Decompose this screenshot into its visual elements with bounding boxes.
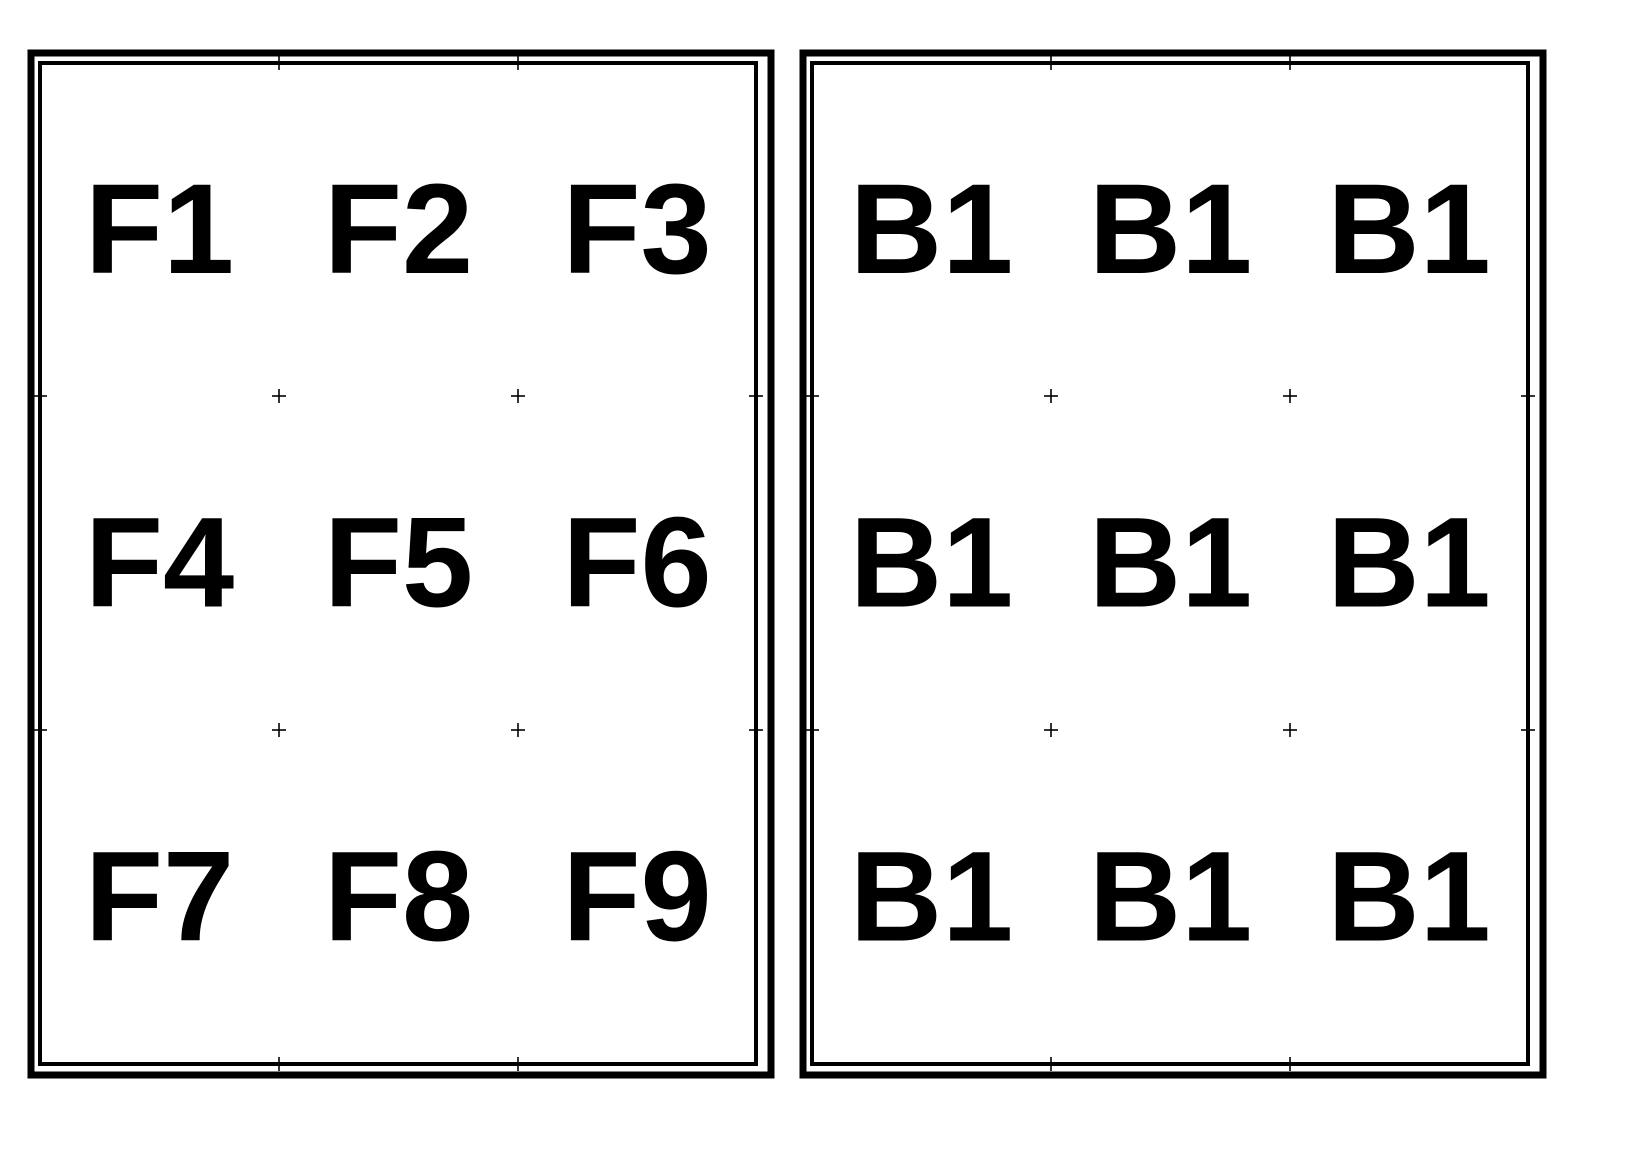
crop-cross-mark [1283,1057,1297,1071]
back-cell-label: B1 [850,826,1014,969]
crop-cross-mark [511,723,525,737]
crop-cross-mark [749,389,763,403]
back-inner-frame [810,61,1530,1066]
crop-cross-mark [1283,723,1297,737]
crop-cross-mark [805,723,819,737]
back-cell-label: B1 [1327,492,1491,635]
back-cell-label: B1 [1089,158,1253,301]
crop-cross-mark [1521,723,1535,737]
crop-cross-mark [33,389,47,403]
front-cell-label: F1 [85,158,234,301]
front-cell-label: F5 [324,492,473,635]
crop-cross-mark [272,56,286,70]
front-cell-label: F6 [562,492,711,635]
back-crop-marks [805,56,1535,1071]
crop-cross-mark [1044,389,1058,403]
front-cell-label: F9 [562,826,711,969]
crop-cross-mark [511,1057,525,1071]
back-outer-frame [799,49,1547,1079]
front-cell-label: F2 [324,158,473,301]
crop-cross-mark [1044,1057,1058,1071]
crop-cross-mark [272,1057,286,1071]
crop-cross-mark [749,723,763,737]
front-cell-label: F4 [85,492,234,635]
crop-cross-mark [1283,56,1297,70]
back-cell-label: B1 [1327,158,1491,301]
front-cell-label: F7 [85,826,234,969]
crop-cross-mark [1283,389,1297,403]
crop-cross-mark [272,389,286,403]
front-crop-marks [33,56,763,1071]
crop-cross-mark [1521,389,1535,403]
back-cell-label: B1 [1327,826,1491,969]
crop-cross-mark [511,56,525,70]
back-cell-label: B1 [850,492,1014,635]
back-cell-label: B1 [1089,826,1253,969]
crop-cross-mark [1044,723,1058,737]
back-cell-label: B1 [850,158,1014,301]
crop-cross-mark [511,389,525,403]
front-cell-label: F3 [562,158,711,301]
front-inner-frame [38,61,758,1066]
crop-cross-mark [805,389,819,403]
crop-cross-mark [33,723,47,737]
front-outer-frame [27,49,775,1079]
front-cell-label: F8 [324,826,473,969]
back-cell-label: B1 [1089,492,1253,635]
crop-cross-mark [272,723,286,737]
crop-cross-mark [1044,56,1058,70]
